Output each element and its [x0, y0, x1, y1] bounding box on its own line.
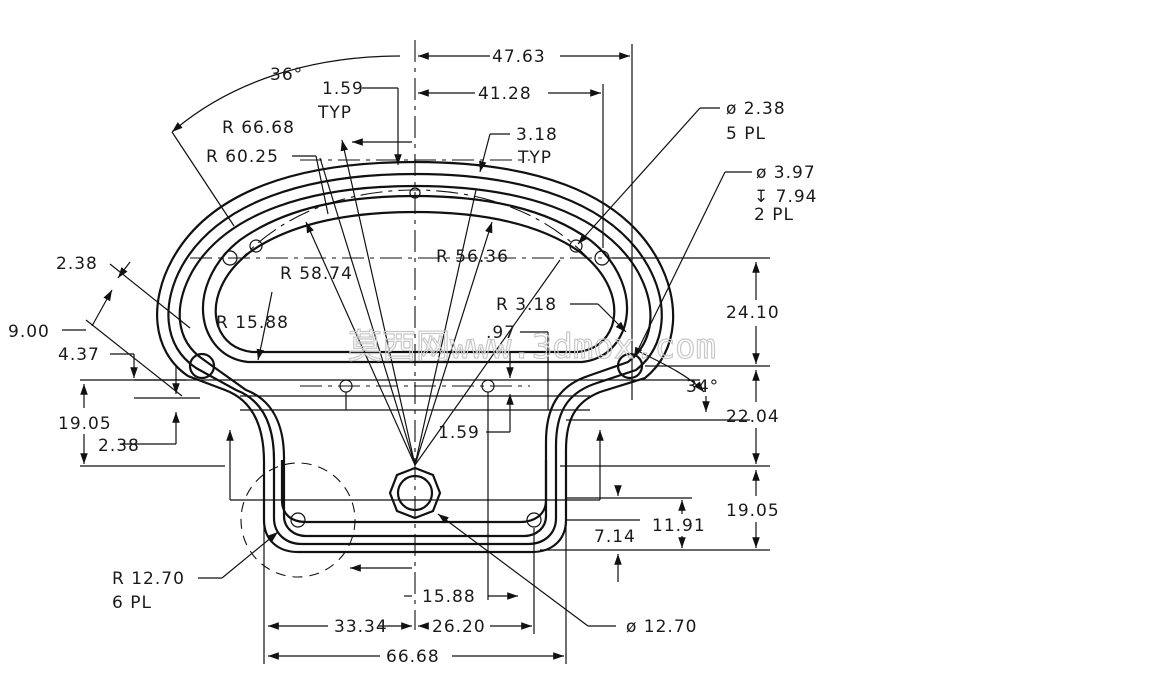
dim-34deg: 34°	[686, 377, 719, 397]
dim-33-34: 33.34	[334, 617, 388, 637]
mount-hole-left	[188, 352, 216, 380]
dim-24-10: 24.10	[726, 303, 780, 323]
dim-7-14: 7.14	[594, 527, 636, 547]
dim-19-05-left: 19.05	[58, 414, 112, 434]
dim-15-88: 15.88	[422, 587, 476, 607]
r12-70-phantom	[240, 462, 356, 578]
dim-r58-74: R 58.74	[280, 264, 353, 284]
dim-r66-68: R 66.68	[222, 118, 295, 138]
dim-1-59-b: 1.59	[438, 423, 480, 443]
dim-19-05-right: 19.05	[726, 501, 780, 521]
dim-1-59-typ: 1.59	[322, 79, 364, 99]
dimension-lines	[62, 44, 770, 664]
dim-47-63: 47.63	[492, 47, 546, 67]
dim-hole-2-38: ø 2.38	[726, 99, 786, 119]
center-lines	[190, 40, 640, 630]
dim-4-37: 4.37	[58, 345, 100, 365]
lower-hole-left	[290, 512, 306, 528]
label-typ-1: TYP	[317, 103, 352, 123]
label-6-pl: 6 PL	[112, 593, 152, 613]
dim-11-91: 11.91	[652, 516, 706, 536]
dimension-labels: 47.63 41.28 36° 1.59 TYP R 66.68 R 60.25…	[8, 47, 818, 667]
lower-hole-right	[526, 512, 542, 528]
dim-0-97: .97	[486, 323, 516, 343]
dim-hole-3-97: ø 3.97	[756, 163, 816, 183]
part-outline	[134, 160, 700, 554]
dim-2-38-a: 2.38	[56, 254, 98, 274]
dim-r12-70: R 12.70	[112, 569, 185, 589]
dim-r56-36: R 56.36	[436, 247, 509, 267]
dim-r60-25: R 60.25	[206, 147, 279, 167]
dim-r3-18: R 3.18	[496, 295, 557, 315]
dim-r15-88: R 15.88	[216, 313, 289, 333]
small-hole-left	[249, 239, 263, 253]
dim-9-00: 9.00	[8, 322, 50, 342]
dim-26-20: 26.20	[432, 617, 486, 637]
dim-hole-12-70: ø 12.70	[626, 617, 697, 637]
radial-leaders	[305, 139, 561, 466]
dim-3-18-typ: 3.18	[516, 125, 558, 145]
label-2-pl: 2 PL	[754, 205, 794, 225]
dim-66-68: 66.68	[386, 647, 440, 667]
small-hole-right	[569, 239, 583, 253]
label-5-pl: 5 PL	[726, 124, 766, 144]
mount-hole-right	[616, 352, 644, 380]
dim-2-38-b: 2.38	[98, 436, 140, 456]
dim-22-04: 22.04	[726, 407, 780, 427]
dim-41-28: 41.28	[478, 84, 532, 104]
watermark: 莫西网www.3dmox.com	[348, 327, 716, 367]
label-typ-2: TYP	[517, 148, 552, 168]
dim-36deg: 36°	[270, 65, 303, 85]
dim-depth-7-94: ↧ 7.94	[754, 187, 818, 207]
